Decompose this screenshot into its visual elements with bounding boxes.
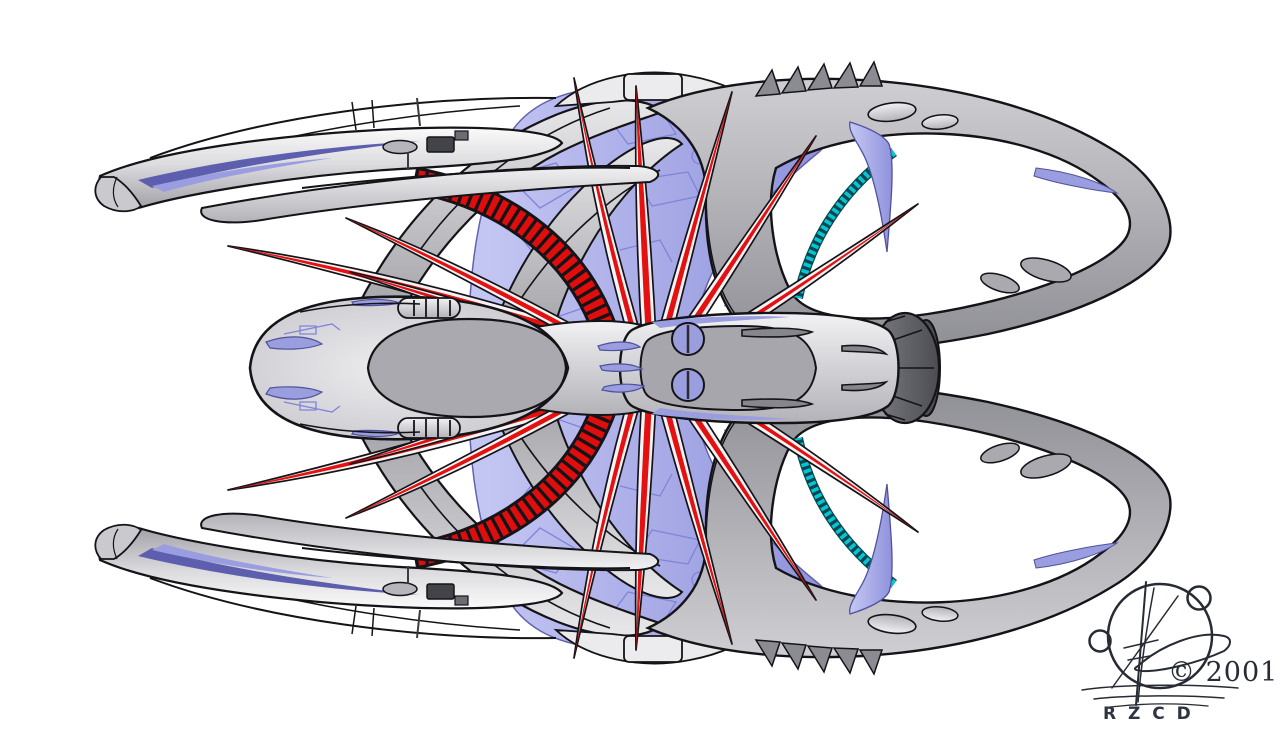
forward-hull	[248, 295, 646, 441]
artist-initials: R Z C D	[1103, 704, 1194, 724]
orbit-sketch-icon	[1081, 581, 1239, 708]
bow-center-recess	[366, 317, 568, 419]
artist-signature: © 2001 R Z C D	[1081, 581, 1278, 724]
copyright-text: © 2001	[1168, 657, 1278, 688]
bow-circuit-lines	[283, 323, 341, 413]
circular-hatches	[671, 322, 705, 402]
central-fuselage	[519, 311, 900, 425]
cockpit-recess	[639, 324, 818, 412]
hull-grooves	[741, 327, 889, 409]
